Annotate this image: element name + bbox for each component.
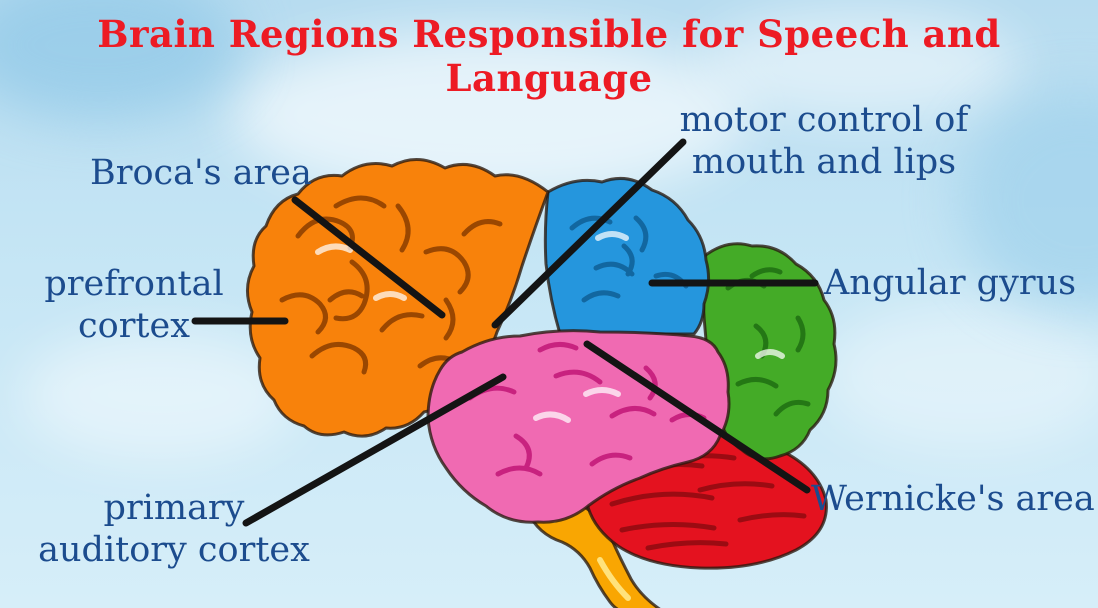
wernicke-leader-line xyxy=(583,340,811,494)
frontal-sulci-texture xyxy=(279,195,503,375)
motor-highlight xyxy=(595,231,629,241)
auditory-label-line2: auditory cortex xyxy=(38,530,310,571)
diagram-title: Brain Regions Responsible for Speech and… xyxy=(97,12,1001,100)
auditory-label-line1: primary xyxy=(103,488,245,528)
broca-leader-line xyxy=(291,196,446,319)
auditory-leader-line xyxy=(242,373,507,527)
broca-area-label-text: Broca's area xyxy=(90,153,312,193)
prefrontal-label-line2: cortex xyxy=(78,306,190,347)
motor-label-line1: motor control of xyxy=(679,100,969,140)
wernicke-area-label: Wernicke's area xyxy=(811,478,1097,520)
prefrontal-label-line1: prefrontal xyxy=(44,264,224,304)
motor-control-label: motor control of mouth and lips xyxy=(664,99,984,184)
parietal-highlight xyxy=(755,349,785,359)
frontal-highlight2 xyxy=(373,291,407,301)
temporal-highlight xyxy=(533,411,571,423)
temporal-highlight2 xyxy=(583,387,621,397)
prefrontal-cortex-label: prefrontal cortex xyxy=(14,263,254,348)
frontal-highlight xyxy=(315,243,353,255)
broca-area-label: Broca's area xyxy=(90,152,312,194)
angular-gyrus-label-text: Angular gyrus xyxy=(824,263,1077,303)
wernicke-area-label-text: Wernicke's area xyxy=(811,479,1095,519)
primary-auditory-cortex-label: primary auditory cortex xyxy=(24,487,324,572)
motor-label-line2: mouth and lips xyxy=(691,142,957,183)
motor-leader-line xyxy=(491,138,687,329)
angular-gyrus-label: Angular gyrus xyxy=(824,262,1084,304)
brainstem-tail-highlight xyxy=(597,557,631,601)
